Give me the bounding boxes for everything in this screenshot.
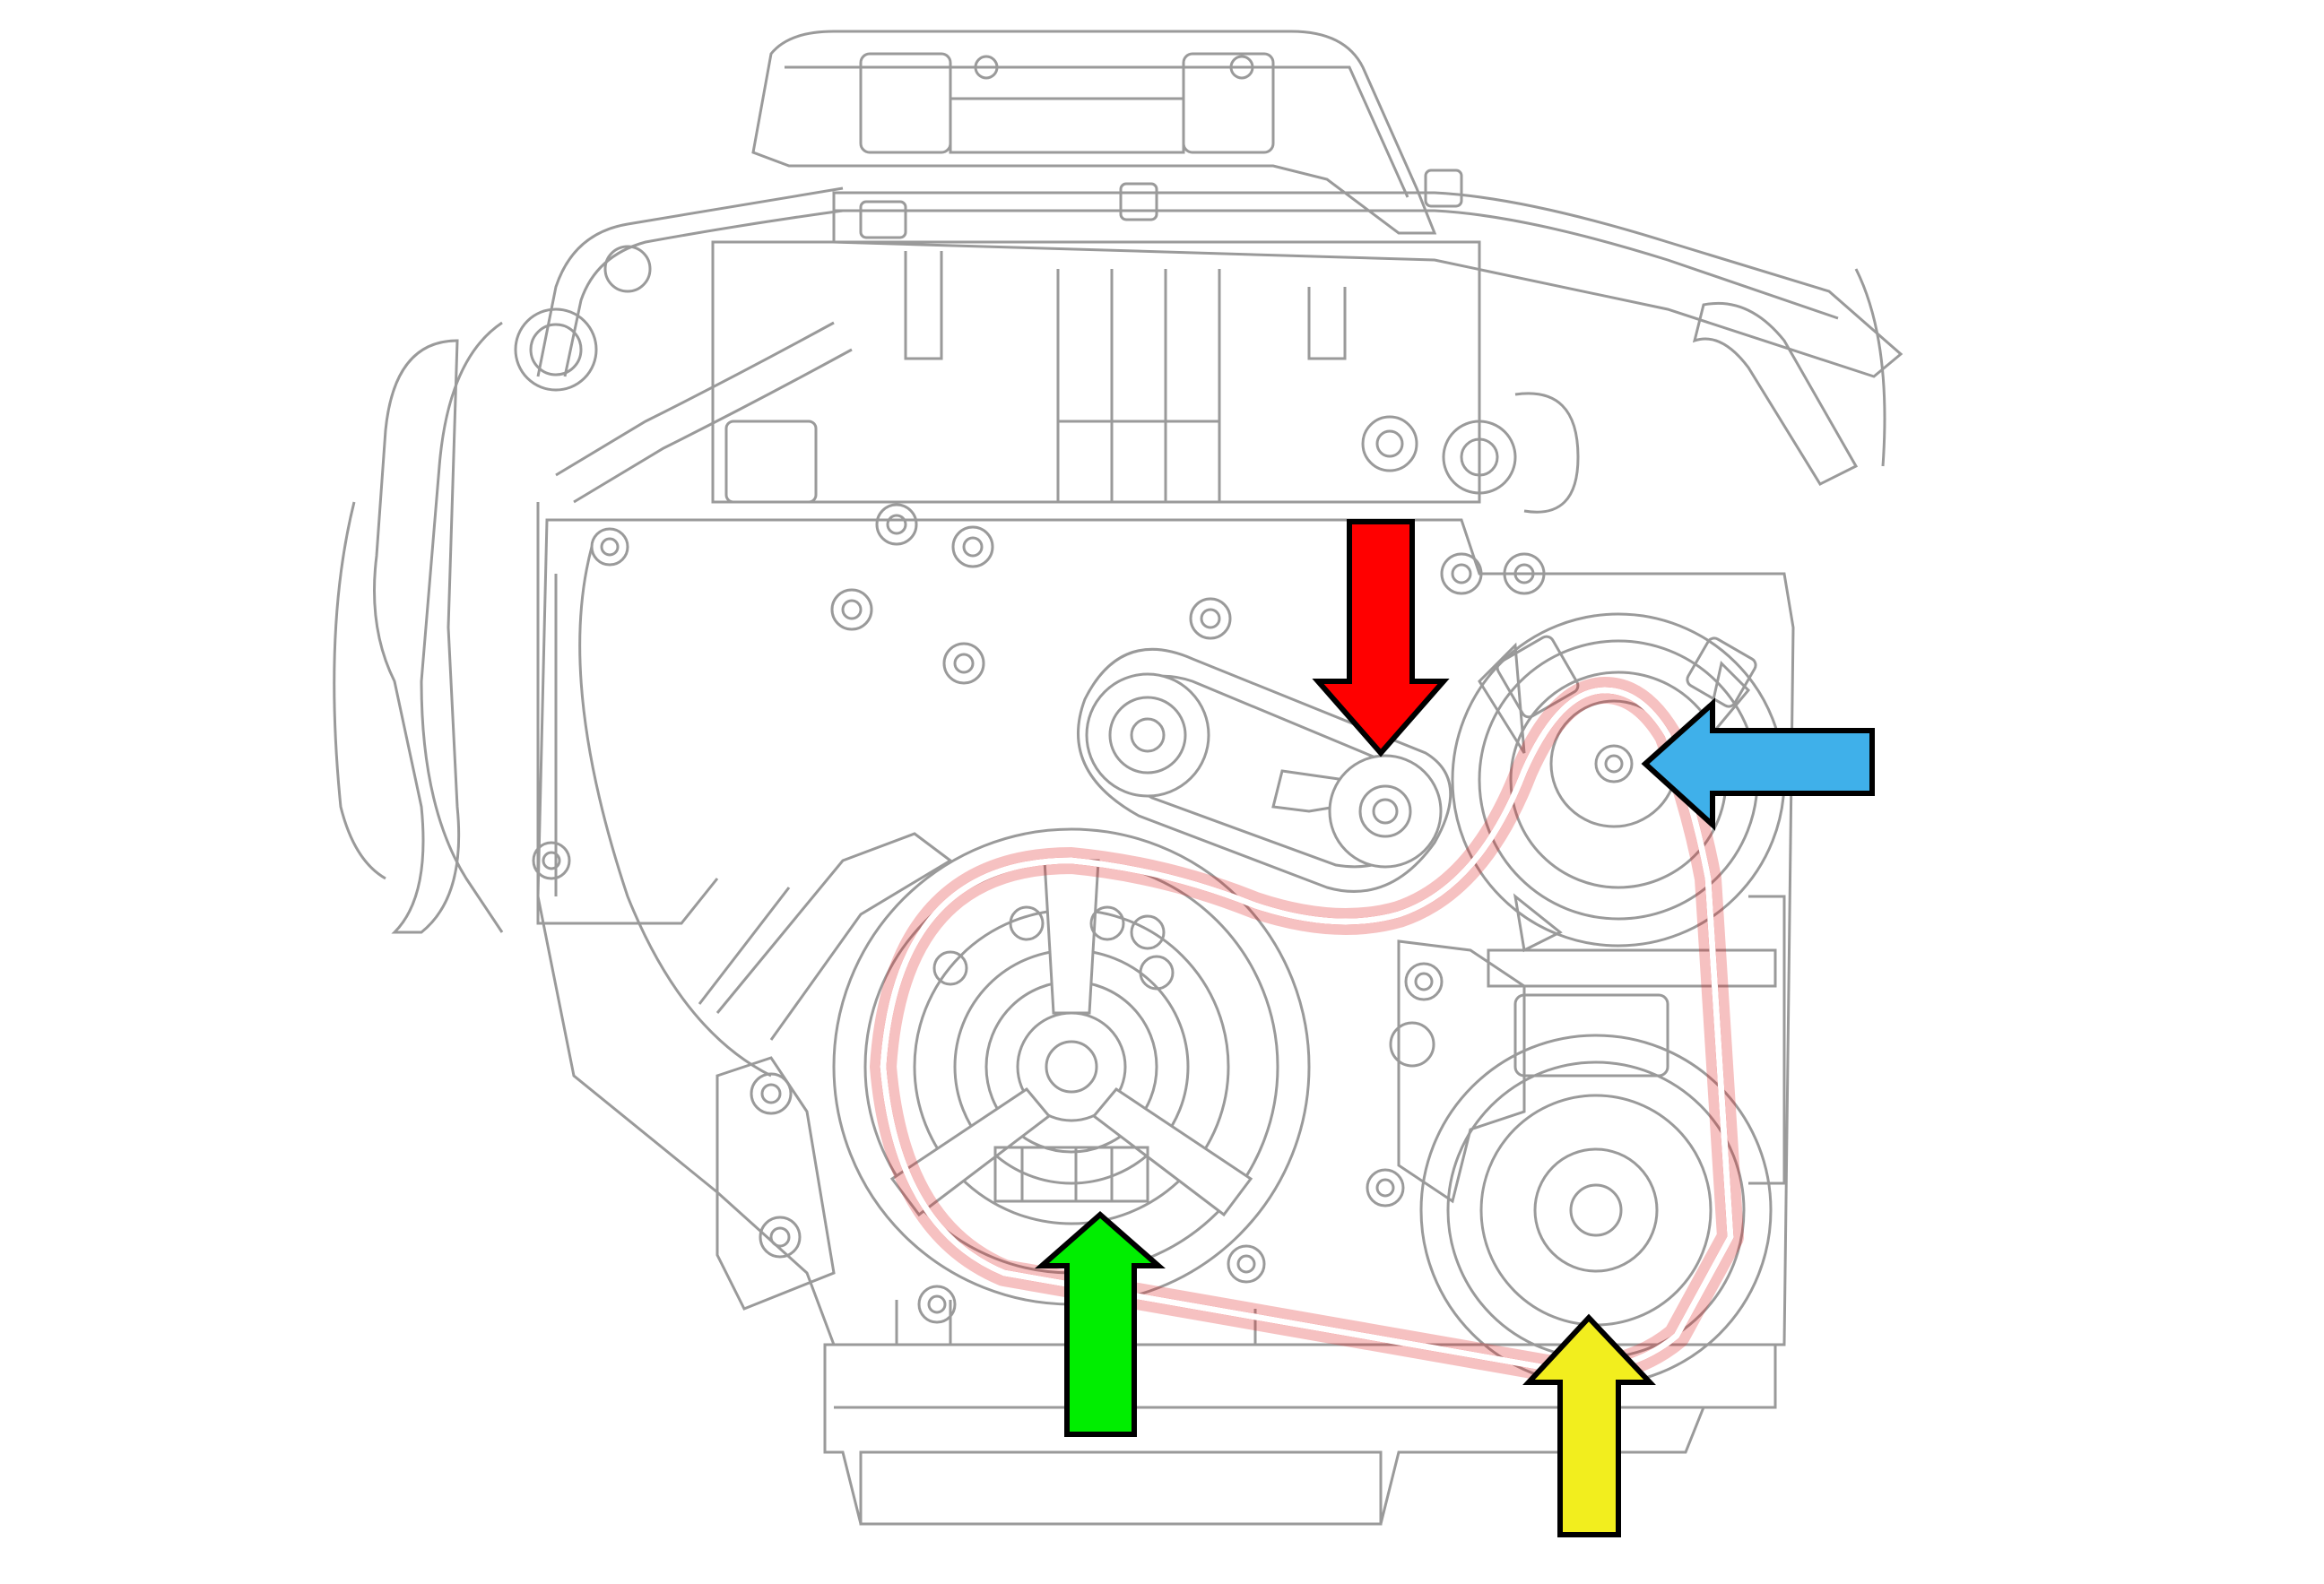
arrow-blue	[1641, 697, 1875, 831]
engine-outline	[333, 30, 1903, 1526]
arrow-yellow	[1522, 1313, 1656, 1537]
arrow-red	[1312, 519, 1450, 757]
arrow-green	[1035, 1211, 1166, 1437]
serpentine-belt	[870, 677, 1744, 1384]
